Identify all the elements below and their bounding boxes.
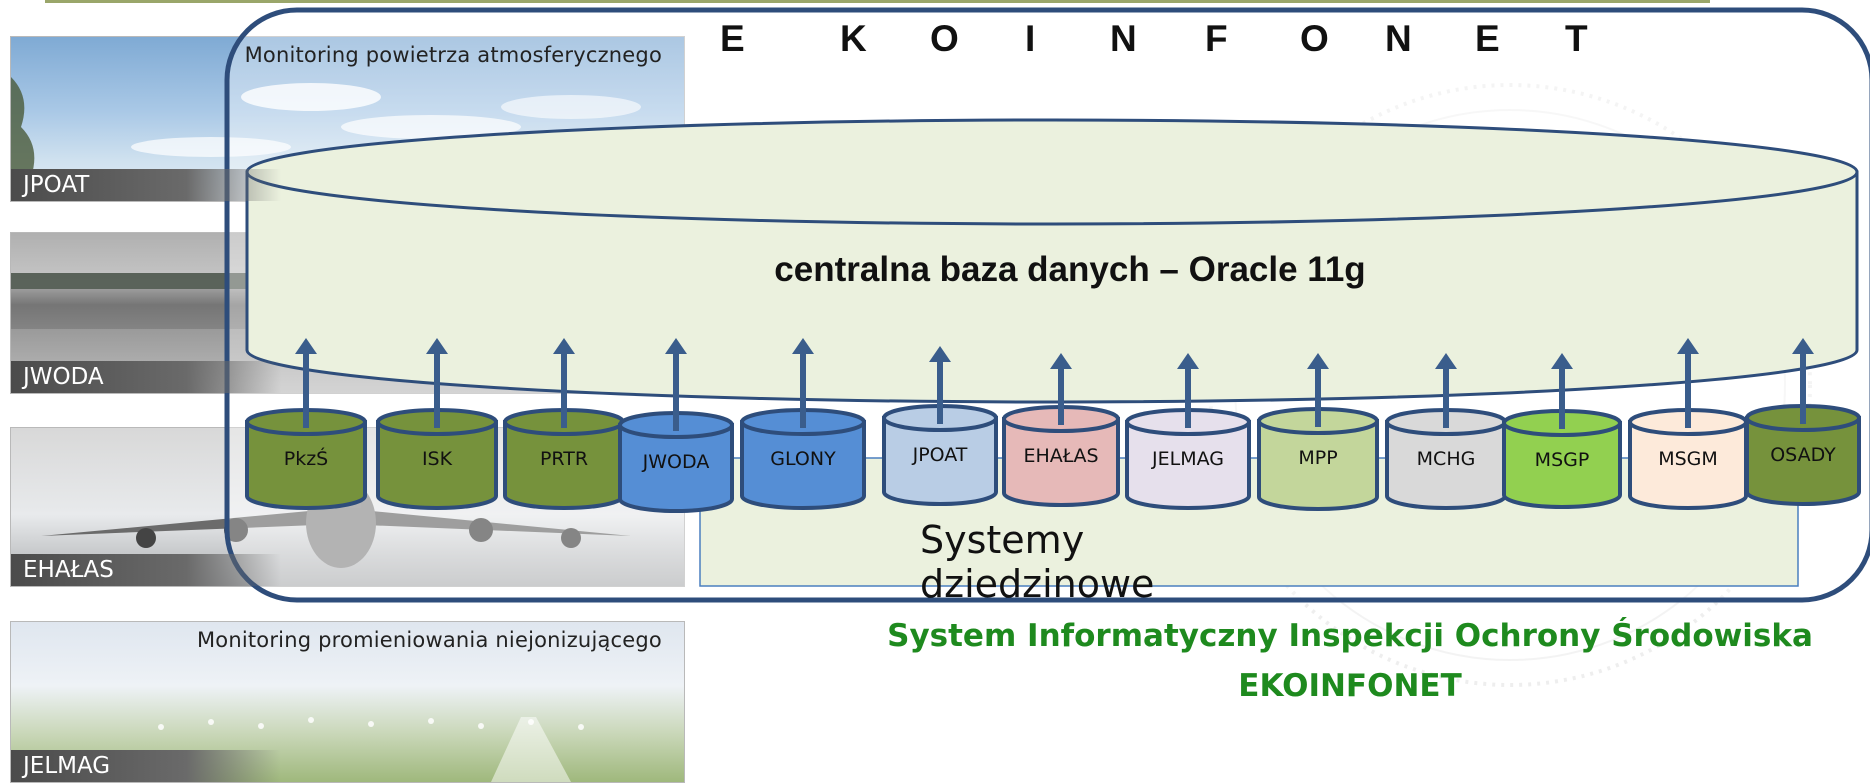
- top-accent-bar: [45, 0, 1710, 3]
- sky-photo: [11, 77, 641, 187]
- footer-line-1: System Informatyczny Inspekcji Ochrony Ś…: [887, 618, 1813, 654]
- panel-label-jpoat: JPOAT: [11, 169, 281, 201]
- central-database-cylinder: [245, 118, 1859, 404]
- upload-arrow-icon: [1307, 353, 1329, 427]
- domain-system-label: MPP: [1298, 447, 1338, 469]
- title-letter: T: [1565, 18, 1588, 59]
- domain-system-cylinder: [1502, 409, 1622, 509]
- panel-label-jelmag: JELMAG: [11, 750, 281, 782]
- domain-system-cylinder: [1385, 408, 1507, 510]
- panel-label-ehalas: EHAŁAS: [11, 554, 281, 586]
- domain-system-label: ISK: [421, 448, 453, 470]
- title-letter: F: [1205, 18, 1228, 59]
- title-letter: N: [1385, 18, 1412, 59]
- domain-system-label: MSGP: [1534, 449, 1590, 471]
- domain-system-label: MSGM: [1658, 448, 1718, 470]
- title-letter: K: [840, 18, 867, 59]
- domain-system-label: JPOAT: [912, 444, 968, 466]
- title-letter: E: [1475, 18, 1500, 59]
- domain-system-cylinder: [740, 408, 866, 510]
- footer-caption: System Informatyczny Inspekcji Ochrony Ś…: [690, 611, 1870, 711]
- upload-arrow-icon: [929, 346, 951, 424]
- domain-system-label: PRTR: [539, 448, 589, 470]
- upload-arrow-icon: [295, 338, 317, 428]
- upload-arrow-icon: [1435, 353, 1457, 428]
- domain-system-label: JELMAG: [1152, 448, 1224, 470]
- panel-caption-jpoat: Monitoring powietrza atmosferycznego: [244, 43, 662, 67]
- domain-system-label: GLONY: [770, 448, 836, 470]
- upload-arrow-icon: [1050, 353, 1072, 425]
- upload-arrow-icon: [1677, 338, 1699, 428]
- title-letter: O: [930, 18, 959, 59]
- central-database-label: centralna baza danych – Oracle 11g: [774, 250, 1366, 289]
- title-letter: N: [1110, 18, 1137, 59]
- domain-system-label: EHAŁAS: [1023, 445, 1099, 467]
- domain-system-label: JWODA: [642, 451, 710, 473]
- title-letter: O: [1300, 18, 1329, 59]
- panel-label-jwoda: JWODA: [11, 361, 281, 393]
- upload-arrow-icon: [1177, 353, 1199, 428]
- title-letter: I: [1025, 18, 1036, 59]
- domain-systems-label: Systemy dziedzinowe: [920, 518, 1155, 606]
- panel-caption-jelmag: Monitoring promieniowania niejonizująceg…: [196, 628, 662, 652]
- domain-system-label: PkzŚ: [283, 448, 329, 470]
- footer-line-2: EKOINFONET: [1238, 668, 1462, 704]
- domain-system-label: OSADY: [1770, 444, 1836, 466]
- upload-arrow-icon: [665, 338, 687, 431]
- runway-photo: [158, 717, 584, 782]
- domain-system-label: MCHG: [1416, 448, 1476, 470]
- upload-arrow-icon: [792, 338, 814, 428]
- title-letter: E: [720, 18, 745, 59]
- upload-arrow-icon: [1551, 353, 1573, 429]
- upload-arrow-icon: [1792, 338, 1814, 424]
- upload-arrow-icon: [553, 338, 575, 428]
- upload-arrow-icon: [426, 338, 448, 428]
